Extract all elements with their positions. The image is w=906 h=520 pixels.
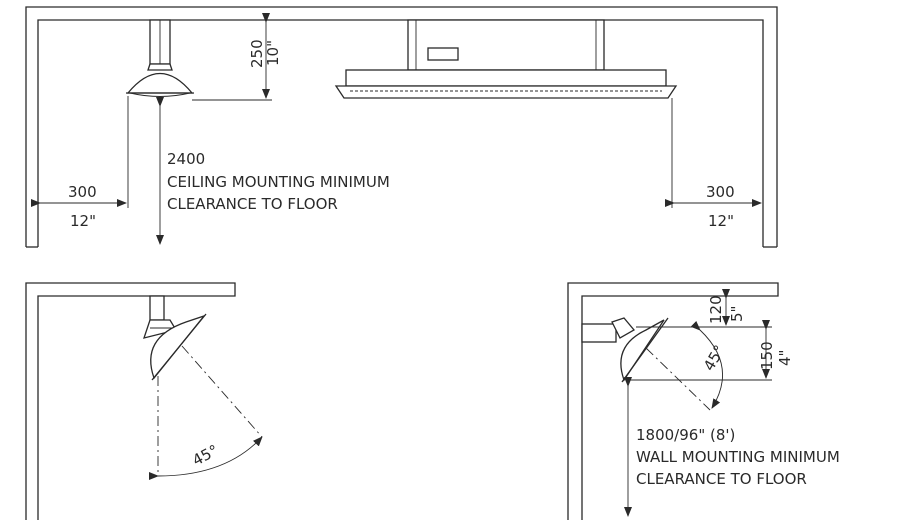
wall-offset-mid-mm: 150 [758, 341, 776, 370]
wall-clearance-label-2: CLEARANCE TO FLOOR [636, 470, 807, 488]
tilt-angle-label: 45° [189, 441, 221, 469]
wall-offset-mid-in: 4" [776, 350, 794, 366]
tilted-pendant-heater [143, 295, 207, 381]
bar-heater [334, 19, 678, 99]
wall-angle-lines [645, 320, 724, 411]
tilt-angle-lines [148, 345, 263, 481]
wall-offset-top-in: 5" [728, 306, 746, 322]
left-clearance-mm: 300 [68, 183, 97, 201]
ceiling-clearance-label-1: CEILING MOUNTING MINIMUM [167, 173, 390, 191]
right-clearance-in: 12" [708, 212, 734, 230]
ceiling-clearance-value: 2400 [167, 150, 205, 168]
wall-mounted-heater [581, 317, 669, 383]
left-clearance-dimension [31, 96, 129, 208]
height-dimension: 250 10" [192, 13, 282, 101]
wall-offset-top-mm: 120 [707, 295, 725, 324]
wall-angle-label: 45° [700, 342, 729, 374]
room-outline-tilt [25, 282, 236, 520]
wall-clearance-value: 1800/96" (8') [636, 426, 735, 444]
pendant-heater [126, 19, 194, 97]
height-in: 10" [264, 40, 282, 66]
wall-clearance-label-1: WALL MOUNTING MINIMUM [636, 448, 840, 466]
left-clearance-in: 12" [70, 212, 96, 230]
height-mm: 250 [248, 39, 266, 68]
right-clearance-mm: 300 [706, 183, 735, 201]
room-outline-top [25, 6, 778, 248]
wall-offset-top-dimension [636, 289, 772, 328]
ceiling-clearance-label-2: CLEARANCE TO FLOOR [167, 195, 338, 213]
right-clearance-dimension [665, 98, 762, 208]
